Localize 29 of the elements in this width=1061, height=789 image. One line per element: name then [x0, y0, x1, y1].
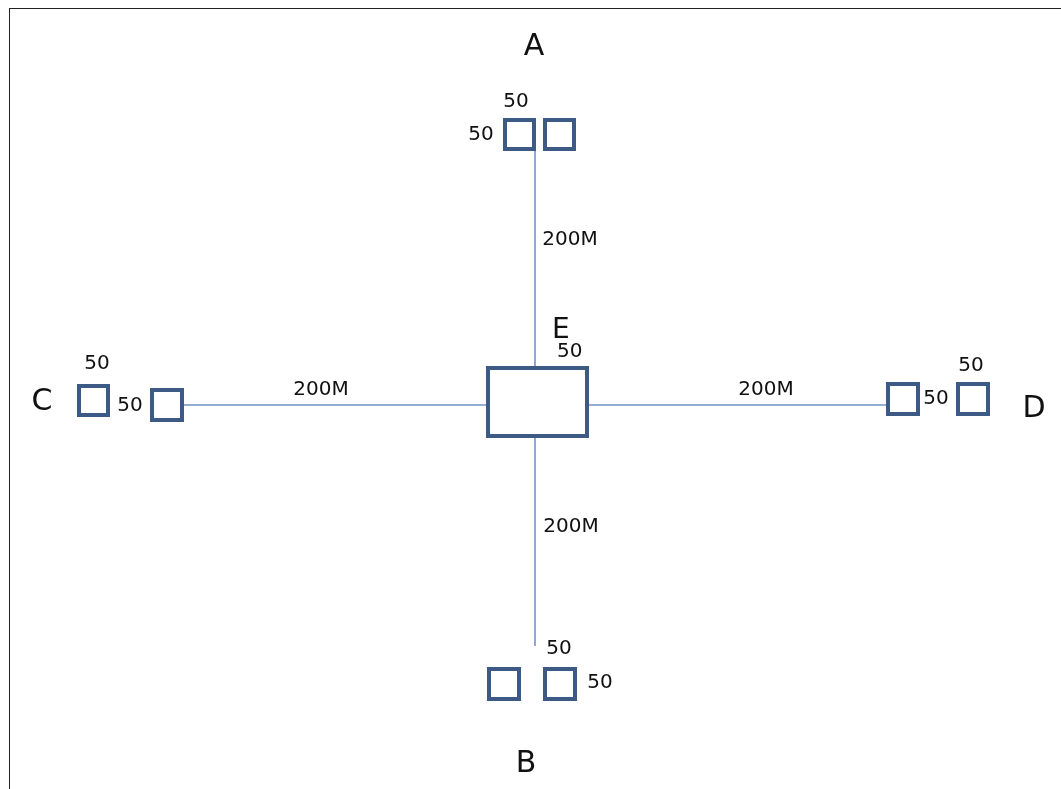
- dimension-value: 50: [117, 394, 143, 414]
- edge-label: 200M: [542, 228, 598, 248]
- connector-line: [534, 150, 536, 367]
- square-box: [150, 388, 184, 422]
- dimension-value: 50: [923, 387, 949, 407]
- point-letter: C: [31, 385, 53, 415]
- dimension-value: 50: [958, 354, 984, 374]
- connector-line: [534, 437, 536, 647]
- point-letter: D: [1022, 392, 1046, 422]
- square-box: [543, 118, 576, 151]
- point-letter: A: [523, 30, 545, 60]
- dimension-value: 50: [557, 338, 583, 362]
- square-box: [543, 667, 577, 701]
- connector-line: [183, 404, 487, 406]
- point-letter: B: [515, 747, 537, 777]
- edge-label: 200M: [293, 378, 349, 398]
- dimension-value: 50: [468, 123, 494, 143]
- square-box: [886, 382, 920, 416]
- dimension-value: 50: [84, 352, 110, 372]
- square-box: [487, 667, 521, 701]
- connector-line: [588, 404, 887, 406]
- dimension-value: 50: [546, 637, 572, 657]
- dimension-value: 50: [503, 90, 529, 110]
- square-box: [956, 382, 990, 416]
- edge-label: 200M: [738, 378, 794, 398]
- edge-label: 200M: [543, 515, 599, 535]
- square-box: [503, 118, 536, 151]
- dimension-value: 50: [587, 671, 613, 691]
- square-box: [77, 384, 110, 417]
